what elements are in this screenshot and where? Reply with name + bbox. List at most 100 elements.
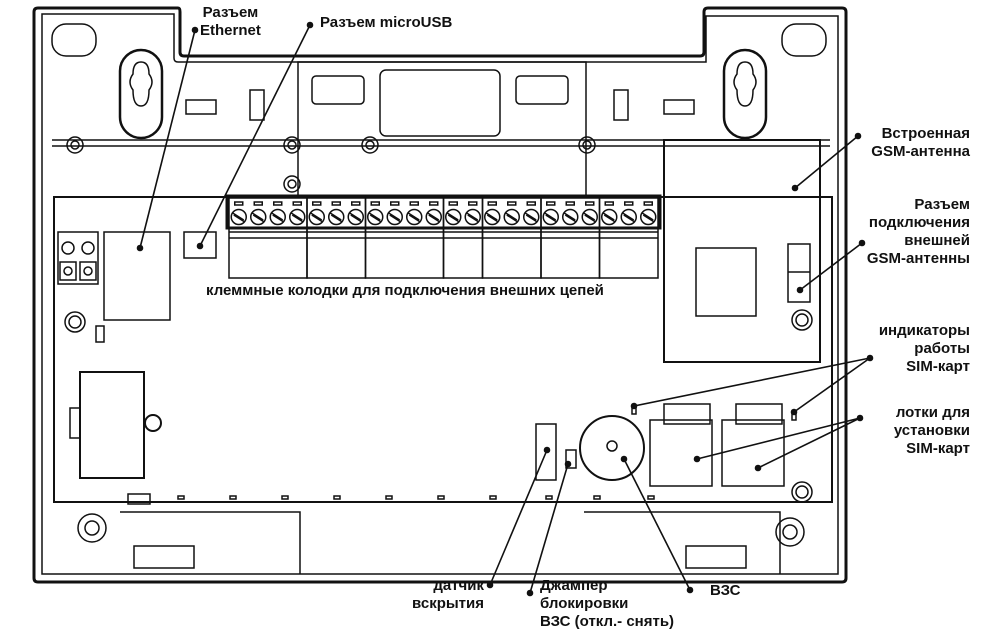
terminal-group <box>540 197 601 279</box>
label-sim-trays: лотки для установки SIM-карт <box>894 404 970 458</box>
gsm-module <box>663 139 821 363</box>
led-indicator <box>545 495 553 500</box>
label-line: внешней <box>904 232 970 249</box>
label-gsm-external: Разъем подключения внешней GSM-антенны <box>867 196 970 268</box>
label-line: клеммные колодки для подключения внешних… <box>206 282 604 299</box>
label-line: датчик <box>433 577 484 594</box>
label-line: SIM-карт <box>906 440 970 457</box>
gsm-antenna-connector <box>787 243 811 303</box>
terminal-marker <box>487 201 497 206</box>
sim-tray-2 <box>735 403 783 425</box>
terminal-screw-icon <box>347 208 364 226</box>
housing-outline <box>32 6 848 584</box>
terminal-marker <box>565 201 575 206</box>
terminal-screw-icon <box>406 208 423 226</box>
led-indicator <box>647 495 655 500</box>
terminal-marker <box>507 201 517 206</box>
label-terminals: клеммные колодки для подключения внешних… <box>206 282 604 300</box>
terminal-screw-icon <box>250 208 267 226</box>
battery-holder <box>79 371 145 479</box>
label-line: вскрытия <box>412 595 484 612</box>
sim-tray-1 <box>663 403 711 425</box>
label-line: установки <box>893 422 970 439</box>
led-indicator <box>489 495 497 500</box>
terminal-screw-icon <box>230 208 247 226</box>
microusb-connector <box>183 231 217 259</box>
terminal-screw-icon <box>484 208 501 226</box>
terminal-marker <box>312 201 322 206</box>
label-line: Джампер <box>540 577 608 594</box>
label-line: работы <box>914 340 970 357</box>
terminal-group <box>306 197 367 279</box>
terminal-marker <box>468 201 478 206</box>
terminal-screw-icon <box>601 208 618 226</box>
terminal-marker <box>429 201 439 206</box>
mounting-hole-right <box>722 48 768 140</box>
terminal-screw-icon <box>425 208 442 226</box>
led-indicator <box>385 495 393 500</box>
terminal-screw-icon <box>562 208 579 226</box>
terminal-marker <box>526 201 536 206</box>
terminal-screw-icon <box>620 208 637 226</box>
terminal-marker <box>351 201 361 206</box>
latch-left <box>133 545 195 569</box>
led-indicator <box>593 495 601 500</box>
label-line: Разъем <box>914 196 970 213</box>
terminal-marker <box>273 201 283 206</box>
terminal-screw-icon <box>328 208 345 226</box>
label-buzzer: ВЗС <box>710 582 741 600</box>
mounting-hole-left <box>118 48 164 140</box>
led-indicator <box>437 495 445 500</box>
terminal-marker <box>253 201 263 206</box>
label-line: GSM-антенна <box>871 143 970 160</box>
terminal-marker <box>390 201 400 206</box>
terminal-screw-icon <box>523 208 540 226</box>
power-terminal <box>57 231 99 285</box>
terminal-screw-icon <box>269 208 286 226</box>
terminal-marker <box>643 201 653 206</box>
top-plate <box>297 61 587 198</box>
terminal-group <box>481 197 542 279</box>
terminal-marker <box>448 201 458 206</box>
terminal-blocks <box>225 194 662 279</box>
ethernet-connector <box>103 231 171 321</box>
label-jumper: Джампер блокировки ВЗС (откл.- снять) <box>540 577 674 631</box>
label-line: лотки для <box>895 404 970 421</box>
label-line: ВЗС (откл.- снять) <box>540 613 675 630</box>
terminal-marker <box>546 201 556 206</box>
label-line: SIM-карт <box>906 358 970 375</box>
terminal-screw-icon <box>289 208 306 226</box>
led-indicator <box>333 495 341 500</box>
led-indicator <box>229 495 237 500</box>
label-line: индикаторы <box>878 322 970 339</box>
led-indicator <box>281 495 289 500</box>
terminal-marker <box>292 201 302 206</box>
terminal-screw-icon <box>445 208 462 226</box>
label-line: блокировки <box>540 595 629 612</box>
tamper-switch <box>535 423 557 481</box>
terminal-group <box>228 197 308 279</box>
terminal-screw-icon <box>542 208 559 226</box>
terminal-marker <box>331 201 341 206</box>
housing-inner <box>41 13 839 575</box>
label-line: Разъем <box>202 4 259 21</box>
label-line: подключения <box>868 214 970 231</box>
terminal-group <box>442 197 484 279</box>
label-line: Ethernet <box>200 22 261 39</box>
led-indicator <box>177 495 185 500</box>
terminal-marker <box>624 201 634 206</box>
terminal-marker <box>409 201 419 206</box>
terminal-screw-icon <box>386 208 403 226</box>
latch-right <box>685 545 747 569</box>
label-microusb: Разъем microUSB <box>320 14 452 32</box>
terminal-screw-icon <box>581 208 598 226</box>
label-gsm-internal: Встроенная GSM-антенна <box>871 125 970 161</box>
terminal-screw-icon <box>464 208 481 226</box>
label-ethernet: Разъем Ethernet <box>200 4 261 40</box>
terminal-marker <box>604 201 614 206</box>
terminal-screw-icon <box>640 208 657 226</box>
label-sim-leds: индикаторы работы SIM-карт <box>879 322 970 376</box>
terminal-marker <box>234 201 244 206</box>
terminal-screw-icon <box>503 208 520 226</box>
